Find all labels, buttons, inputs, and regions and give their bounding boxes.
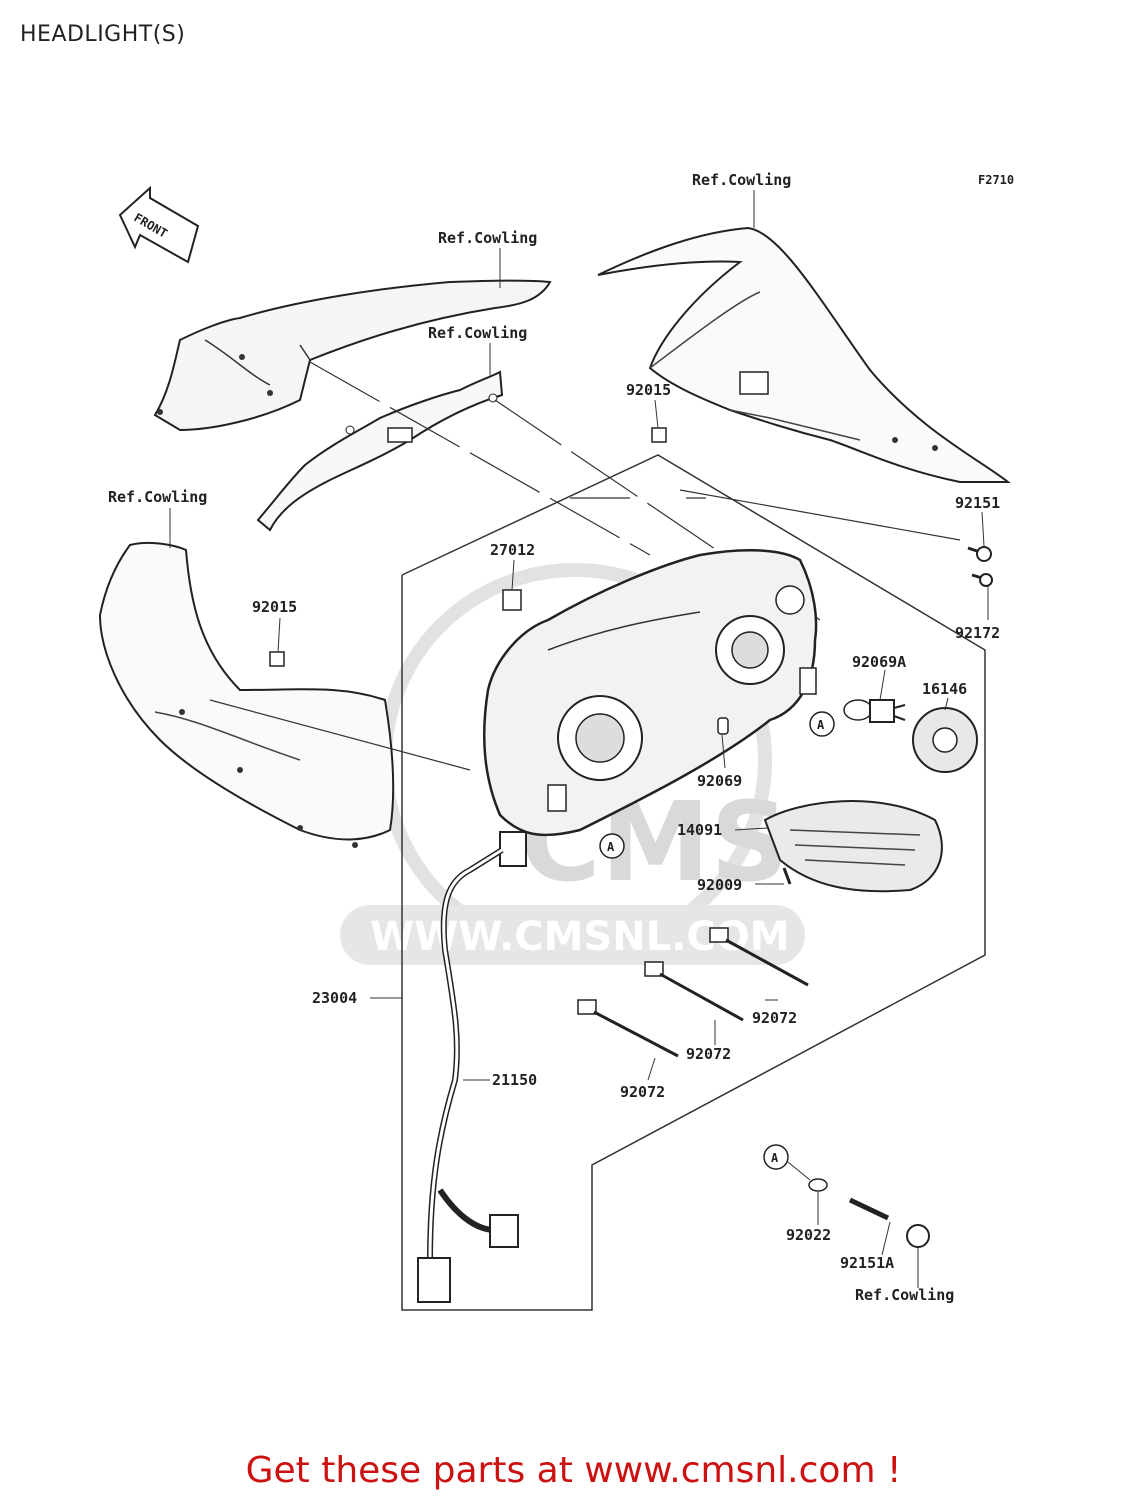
label-92069: 92069	[697, 772, 742, 790]
label-92172: 92172	[955, 624, 1000, 642]
label-92151A: 92151A	[840, 1254, 894, 1272]
page-title: HEADLIGHT(S)	[20, 22, 186, 47]
parts-diagram: CMS WWW.CMSNL.COM FRONT F2710	[98, 171, 1014, 1311]
label-14091: 14091	[677, 821, 722, 839]
footer-suffix: !	[875, 1450, 902, 1491]
bolt-92151	[967, 546, 992, 562]
callout-a-2: A	[599, 833, 625, 859]
mount-bracket	[256, 370, 504, 532]
svg-text:A: A	[771, 1151, 779, 1165]
cap-16146	[912, 707, 978, 773]
callout-a-3: A	[763, 1144, 789, 1170]
label-ref-cowling-top: Ref.Cowling	[438, 229, 537, 247]
footer-banner: Get these parts at www.cmsnl.com !	[0, 1450, 1147, 1491]
label-ref-cowling-bottom: Ref.Cowling	[855, 1286, 954, 1304]
cable-tie-1	[709, 927, 809, 987]
upper-cowling-center	[153, 279, 552, 432]
part-92015-upper	[651, 427, 667, 443]
side-cowling-left	[98, 541, 395, 848]
cable-tie-3	[577, 999, 679, 1058]
svg-text:A: A	[607, 840, 615, 854]
label-92072-a: 92072	[752, 1009, 797, 1027]
callout-a-1: A	[809, 711, 835, 737]
screw-92009	[782, 867, 792, 885]
assembly-outline	[401, 454, 986, 1311]
label-92022: 92022	[786, 1226, 831, 1244]
label-92072-b: 92072	[686, 1045, 731, 1063]
label-16146: 16146	[922, 680, 967, 698]
cover-14091	[763, 800, 943, 893]
headlight-unit	[482, 549, 818, 837]
label-92015-upper: 92015	[626, 381, 671, 399]
label-92151: 92151	[955, 494, 1000, 512]
figure-code: F2710	[978, 173, 1014, 187]
label-92009: 92009	[697, 876, 742, 894]
label-ref-cowling-mid: Ref.Cowling	[428, 324, 527, 342]
part-92015-left	[269, 651, 285, 667]
label-92072-c: 92072	[620, 1083, 665, 1101]
label-92015-left: 92015	[252, 598, 297, 616]
label-leaders	[169, 190, 989, 1288]
footer-link[interactable]: www.cmsnl.com	[584, 1450, 876, 1491]
svg-text:A: A	[817, 718, 825, 732]
front-arrow: FRONT	[118, 185, 200, 264]
label-21150: 21150	[492, 1071, 537, 1089]
fastener-group-bottom	[808, 1178, 930, 1248]
label-ref-cowling-top-right: Ref.Cowling	[692, 171, 791, 189]
label-23004: 23004	[312, 989, 357, 1007]
cable-tie-2	[644, 961, 744, 1022]
upper-cowling-right	[597, 226, 1011, 483]
bulb-92069A	[843, 699, 906, 723]
label-27012: 27012	[490, 541, 535, 559]
label-ref-cowling-left: Ref.Cowling	[108, 488, 207, 506]
wiring-harness	[417, 831, 527, 1303]
label-92069A: 92069A	[852, 653, 906, 671]
part-27012	[502, 589, 522, 611]
screw-92172	[971, 573, 993, 587]
bulb-92069	[717, 717, 729, 735]
footer-prefix: Get these parts at	[245, 1450, 585, 1491]
